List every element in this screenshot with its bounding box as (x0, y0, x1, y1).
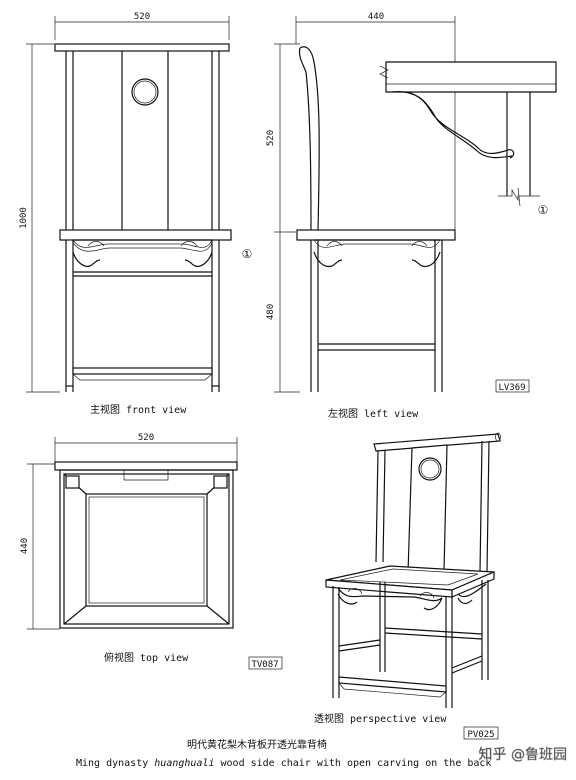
left-view-caption: 左视图 left view (328, 407, 419, 420)
left-view-code: LV369 (498, 383, 525, 393)
left-depth-dimension: 440 (295, 12, 456, 232)
perspective-view-caption: 透视图 perspective view (314, 712, 447, 725)
title-english-prefix: Ming dynasty (76, 758, 154, 769)
top-width-dimension: 520 (54, 433, 238, 462)
left-height-dimensions: 520 480 (266, 43, 300, 393)
front-view-caption: 主视图 front view (90, 403, 187, 416)
watermark-text: 知乎 @鲁班园 (479, 746, 567, 763)
left-view: 440 520 480 LV369 左视图 (266, 12, 530, 420)
top-depth-label: 440 (20, 538, 30, 554)
perspective-view: 透视图 perspective view PV025 (314, 432, 501, 740)
front-height-label: 1000 (19, 207, 29, 229)
drawing-title: 明代黄花梨木背板开透光靠背椅 Ming dynasty huanghuali w… (76, 738, 491, 769)
top-view: 520 440 俯视图 top view TV087 (20, 433, 283, 670)
top-view-caption: 俯视图 top view (104, 651, 189, 664)
front-view: 520 1000 (19, 12, 252, 416)
left-seat-height-label: 480 (266, 304, 276, 320)
perspective-view-code: PV025 (467, 730, 494, 740)
left-back-height-label: 520 (266, 130, 276, 146)
front-height-dimension: 1000 (19, 43, 60, 393)
title-english-italic: huanghuali (154, 758, 214, 769)
top-width-label: 520 (138, 433, 154, 443)
front-detail-marker: ① (242, 247, 253, 261)
front-width-dimension: 520 (54, 12, 230, 40)
detail-marker: ① (538, 203, 549, 217)
front-width-label: 520 (134, 12, 150, 22)
top-depth-dimension: 440 (20, 463, 60, 630)
left-depth-label: 440 (368, 12, 384, 22)
top-view-code: TV087 (251, 660, 278, 670)
joint-detail: ① (379, 61, 557, 217)
title-english-suffix: wood side chair with open carving on the… (215, 758, 492, 769)
back-medallion (131, 78, 159, 106)
title-chinese: 明代黄花梨木背板开透光靠背椅 (187, 738, 327, 751)
title-english: Ming dynasty huanghuali wood side chair … (76, 758, 491, 769)
